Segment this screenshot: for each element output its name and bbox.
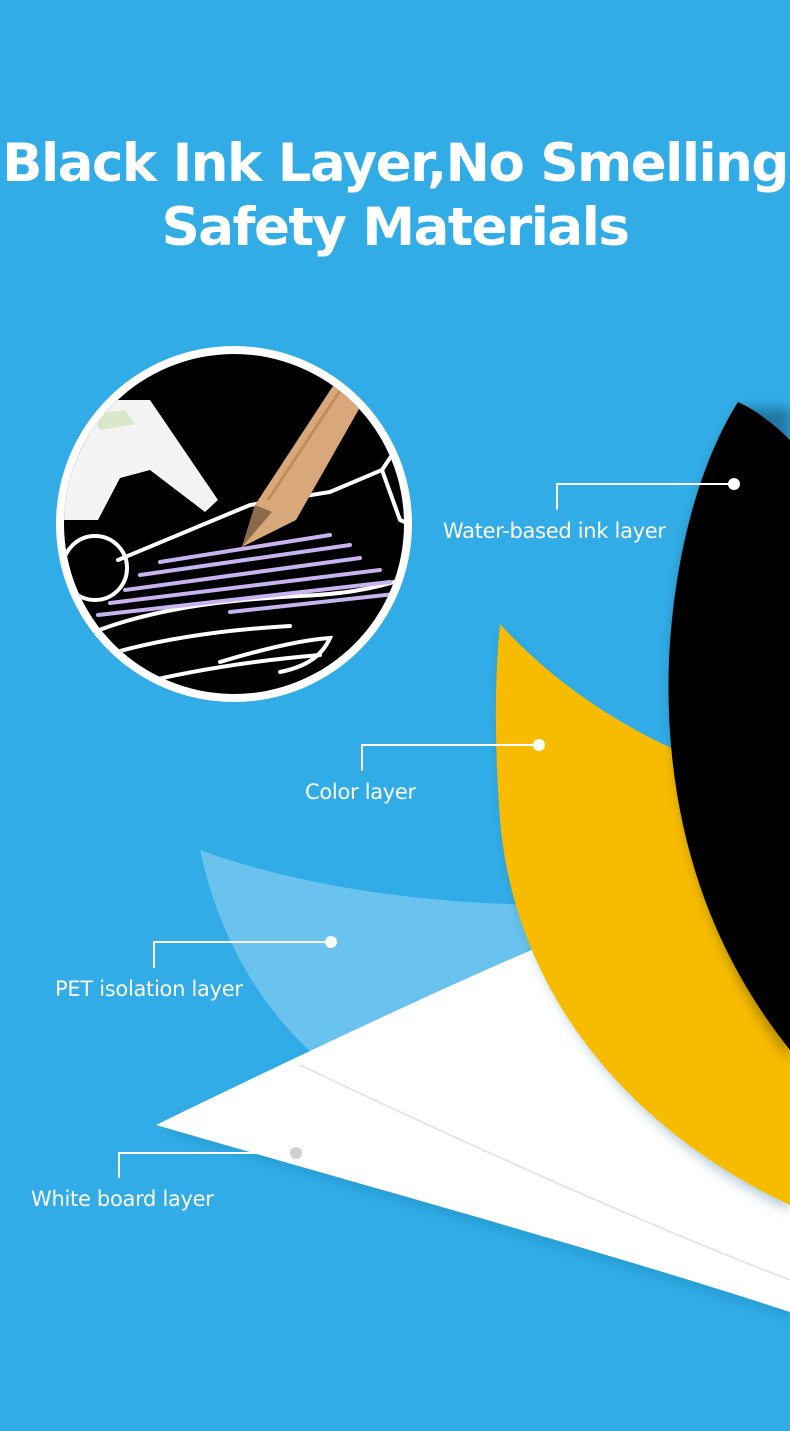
leader-line [556, 483, 734, 510]
scratch-paper-piece [64, 400, 218, 520]
magnifier-loupe [56, 346, 412, 702]
leader-dot [728, 478, 740, 490]
white-board-layer-edge [299, 1064, 790, 1281]
label-water-based-ink-layer: Water-based ink layer [443, 519, 666, 543]
magnifier-content [64, 354, 404, 694]
callout-pet-isolation [153, 936, 337, 968]
headline-line-1: Black Ink Layer,No Smelling [2, 132, 789, 194]
leader-line [118, 1152, 296, 1178]
water-based-ink-layer-shape [668, 402, 790, 1050]
headline: Black Ink Layer,No Smelling Safety Mater… [0, 132, 790, 260]
color-scratch-strokes [96, 533, 397, 617]
callout-color [361, 739, 545, 771]
label-color-layer: Color layer [305, 780, 416, 804]
label-pet-isolation-layer: PET isolation layer [55, 977, 243, 1001]
leader-dot [533, 739, 545, 751]
leader-dot [325, 936, 337, 948]
label-white-board-layer: White board layer [31, 1187, 214, 1211]
leader-line [361, 744, 539, 771]
leader-line [153, 941, 331, 968]
headline-line-2: Safety Materials [161, 196, 630, 258]
callout-water-based-ink [556, 478, 740, 510]
leader-dot [290, 1147, 302, 1159]
callout-white-board [118, 1147, 302, 1178]
